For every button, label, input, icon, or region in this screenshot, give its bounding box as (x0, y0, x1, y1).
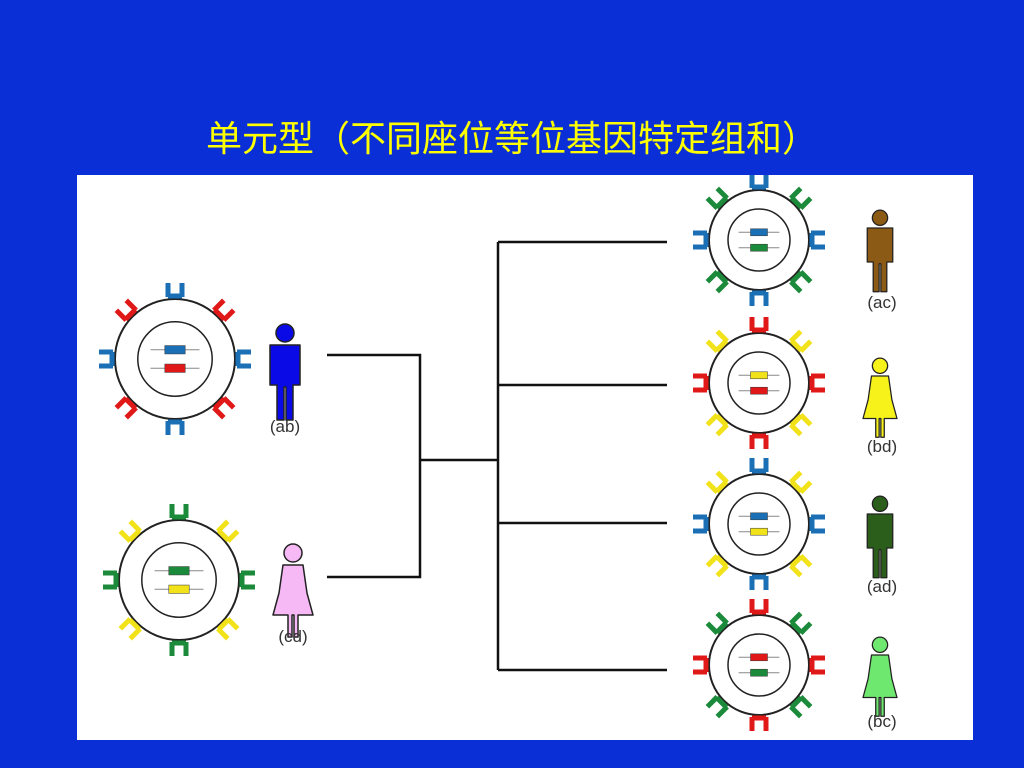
child-1-gene-bar-2 (750, 243, 768, 252)
child-3-antigen-4 (789, 554, 813, 578)
parent-2-cell (103, 504, 255, 656)
parent-1-male-figure-icon (269, 323, 301, 421)
parent-1-antigen-1 (165, 283, 185, 299)
child-1-cell (693, 175, 825, 306)
cells-layer (99, 175, 898, 731)
parent-2-antigen-3 (239, 570, 255, 590)
child-1-antigen-2 (789, 186, 813, 210)
child-1-antigen-6 (705, 270, 729, 294)
parent-2-female-figure-icon (272, 543, 314, 638)
child-1-antigen-8 (705, 186, 729, 210)
child-2-nucleus (727, 351, 791, 415)
parent-2-antigen-8 (118, 519, 142, 543)
child-2-gene-bar-2 (750, 386, 768, 395)
parent-2-gene-bar-1 (168, 566, 190, 576)
parent-1-gene-bar-2 (164, 363, 186, 373)
child-4-antigen-4 (789, 695, 813, 719)
child-4-antigen-1 (749, 599, 769, 615)
parent-2-haplotype-label: (cd) (278, 627, 308, 646)
child-4-female-figure-icon (862, 636, 898, 717)
child-3-male-figure-icon (866, 495, 894, 579)
child-2-antigen-3 (809, 373, 825, 393)
child-2-cell (693, 317, 825, 449)
child-1-haplotype-label: (ac) (867, 293, 897, 312)
child-2-antigen-7 (693, 373, 709, 393)
child-3-antigen-6 (705, 554, 729, 578)
child-3-antigen-7 (693, 514, 709, 534)
parent-2-antigen-7 (103, 570, 119, 590)
child-2-antigen-6 (705, 413, 729, 437)
child-2-antigen-2 (789, 329, 813, 353)
child-3-cell (693, 458, 825, 590)
child-2-antigen-5 (749, 433, 769, 449)
child-2-female-figure-icon (862, 357, 898, 438)
slide-title: 单元型（不同座位等位基因特定组和） (205, 119, 818, 160)
child-1-gene-bar-1 (750, 228, 768, 237)
child-3-antigen-5 (749, 574, 769, 590)
parent-1-connector (327, 353, 422, 460)
parent-1-antigen-5 (165, 419, 185, 435)
child-4-antigen-3 (809, 655, 825, 675)
parent-2-antigen-1 (169, 504, 189, 520)
child-3-nucleus (727, 492, 791, 556)
parent-1-cell (99, 283, 251, 435)
parent-1-nucleus (137, 321, 213, 397)
child-2-haplotype-label: (bd) (866, 437, 898, 456)
haplotype-diagram-canvas (99, 175, 898, 731)
child-1-nucleus (727, 208, 791, 272)
child-4-nucleus (727, 633, 791, 697)
parent-2-nucleus (141, 542, 217, 618)
child-3-gene-bar-1 (750, 512, 768, 521)
child-4-antigen-6 (705, 695, 729, 719)
parent-1-gene-bar-1 (164, 345, 186, 355)
child-3-antigen-2 (789, 470, 813, 494)
child-3-gene-bar-2 (750, 527, 768, 536)
child-4-antigen-2 (789, 611, 813, 635)
child-4-gene-bar-1 (750, 653, 768, 662)
parent-1-antigen-4 (212, 396, 236, 420)
parent-1-antigen-6 (114, 396, 138, 420)
haplotype-diagram: (ab) (cd) (ac) (bd) (ad) (bc) (77, 175, 973, 740)
child-2-gene-bar-1 (750, 371, 768, 380)
child-4-antigen-8 (705, 611, 729, 635)
child-1-antigen-3 (809, 230, 825, 250)
parent-1-antigen-2 (212, 298, 236, 322)
child-4-haplotype-label: (bc) (867, 712, 897, 731)
parent-1-antigen-7 (99, 349, 115, 369)
child-4-cell (693, 599, 825, 731)
child-3-haplotype-label: (ad) (866, 577, 898, 596)
child-1-antigen-4 (789, 270, 813, 294)
child-4-antigen-7 (693, 655, 709, 675)
parent-1-haplotype-label: (ab) (269, 417, 301, 436)
parent-2-antigen-2 (216, 519, 240, 543)
child-4-gene-bar-2 (750, 668, 768, 677)
child-2-antigen-1 (749, 317, 769, 333)
parent-1-antigen-3 (235, 349, 251, 369)
parent-2-gene-bar-2 (168, 584, 190, 594)
child-3-antigen-1 (749, 458, 769, 474)
child-2-antigen-4 (789, 413, 813, 437)
parent-2-connector (327, 460, 422, 579)
parent-2-antigen-4 (216, 617, 240, 641)
child-1-antigen-1 (749, 175, 769, 190)
child-1-antigen-7 (693, 230, 709, 250)
child-1-male-figure-icon (866, 209, 894, 293)
parent-1-antigen-8 (114, 298, 138, 322)
parent-2-antigen-6 (118, 617, 142, 641)
child-3-antigen-3 (809, 514, 825, 534)
child-3-antigen-8 (705, 470, 729, 494)
child-1-antigen-5 (749, 290, 769, 306)
child-2-antigen-8 (705, 329, 729, 353)
inheritance-lines (327, 240, 667, 672)
parent-2-antigen-5 (169, 640, 189, 656)
child-4-antigen-5 (749, 715, 769, 731)
